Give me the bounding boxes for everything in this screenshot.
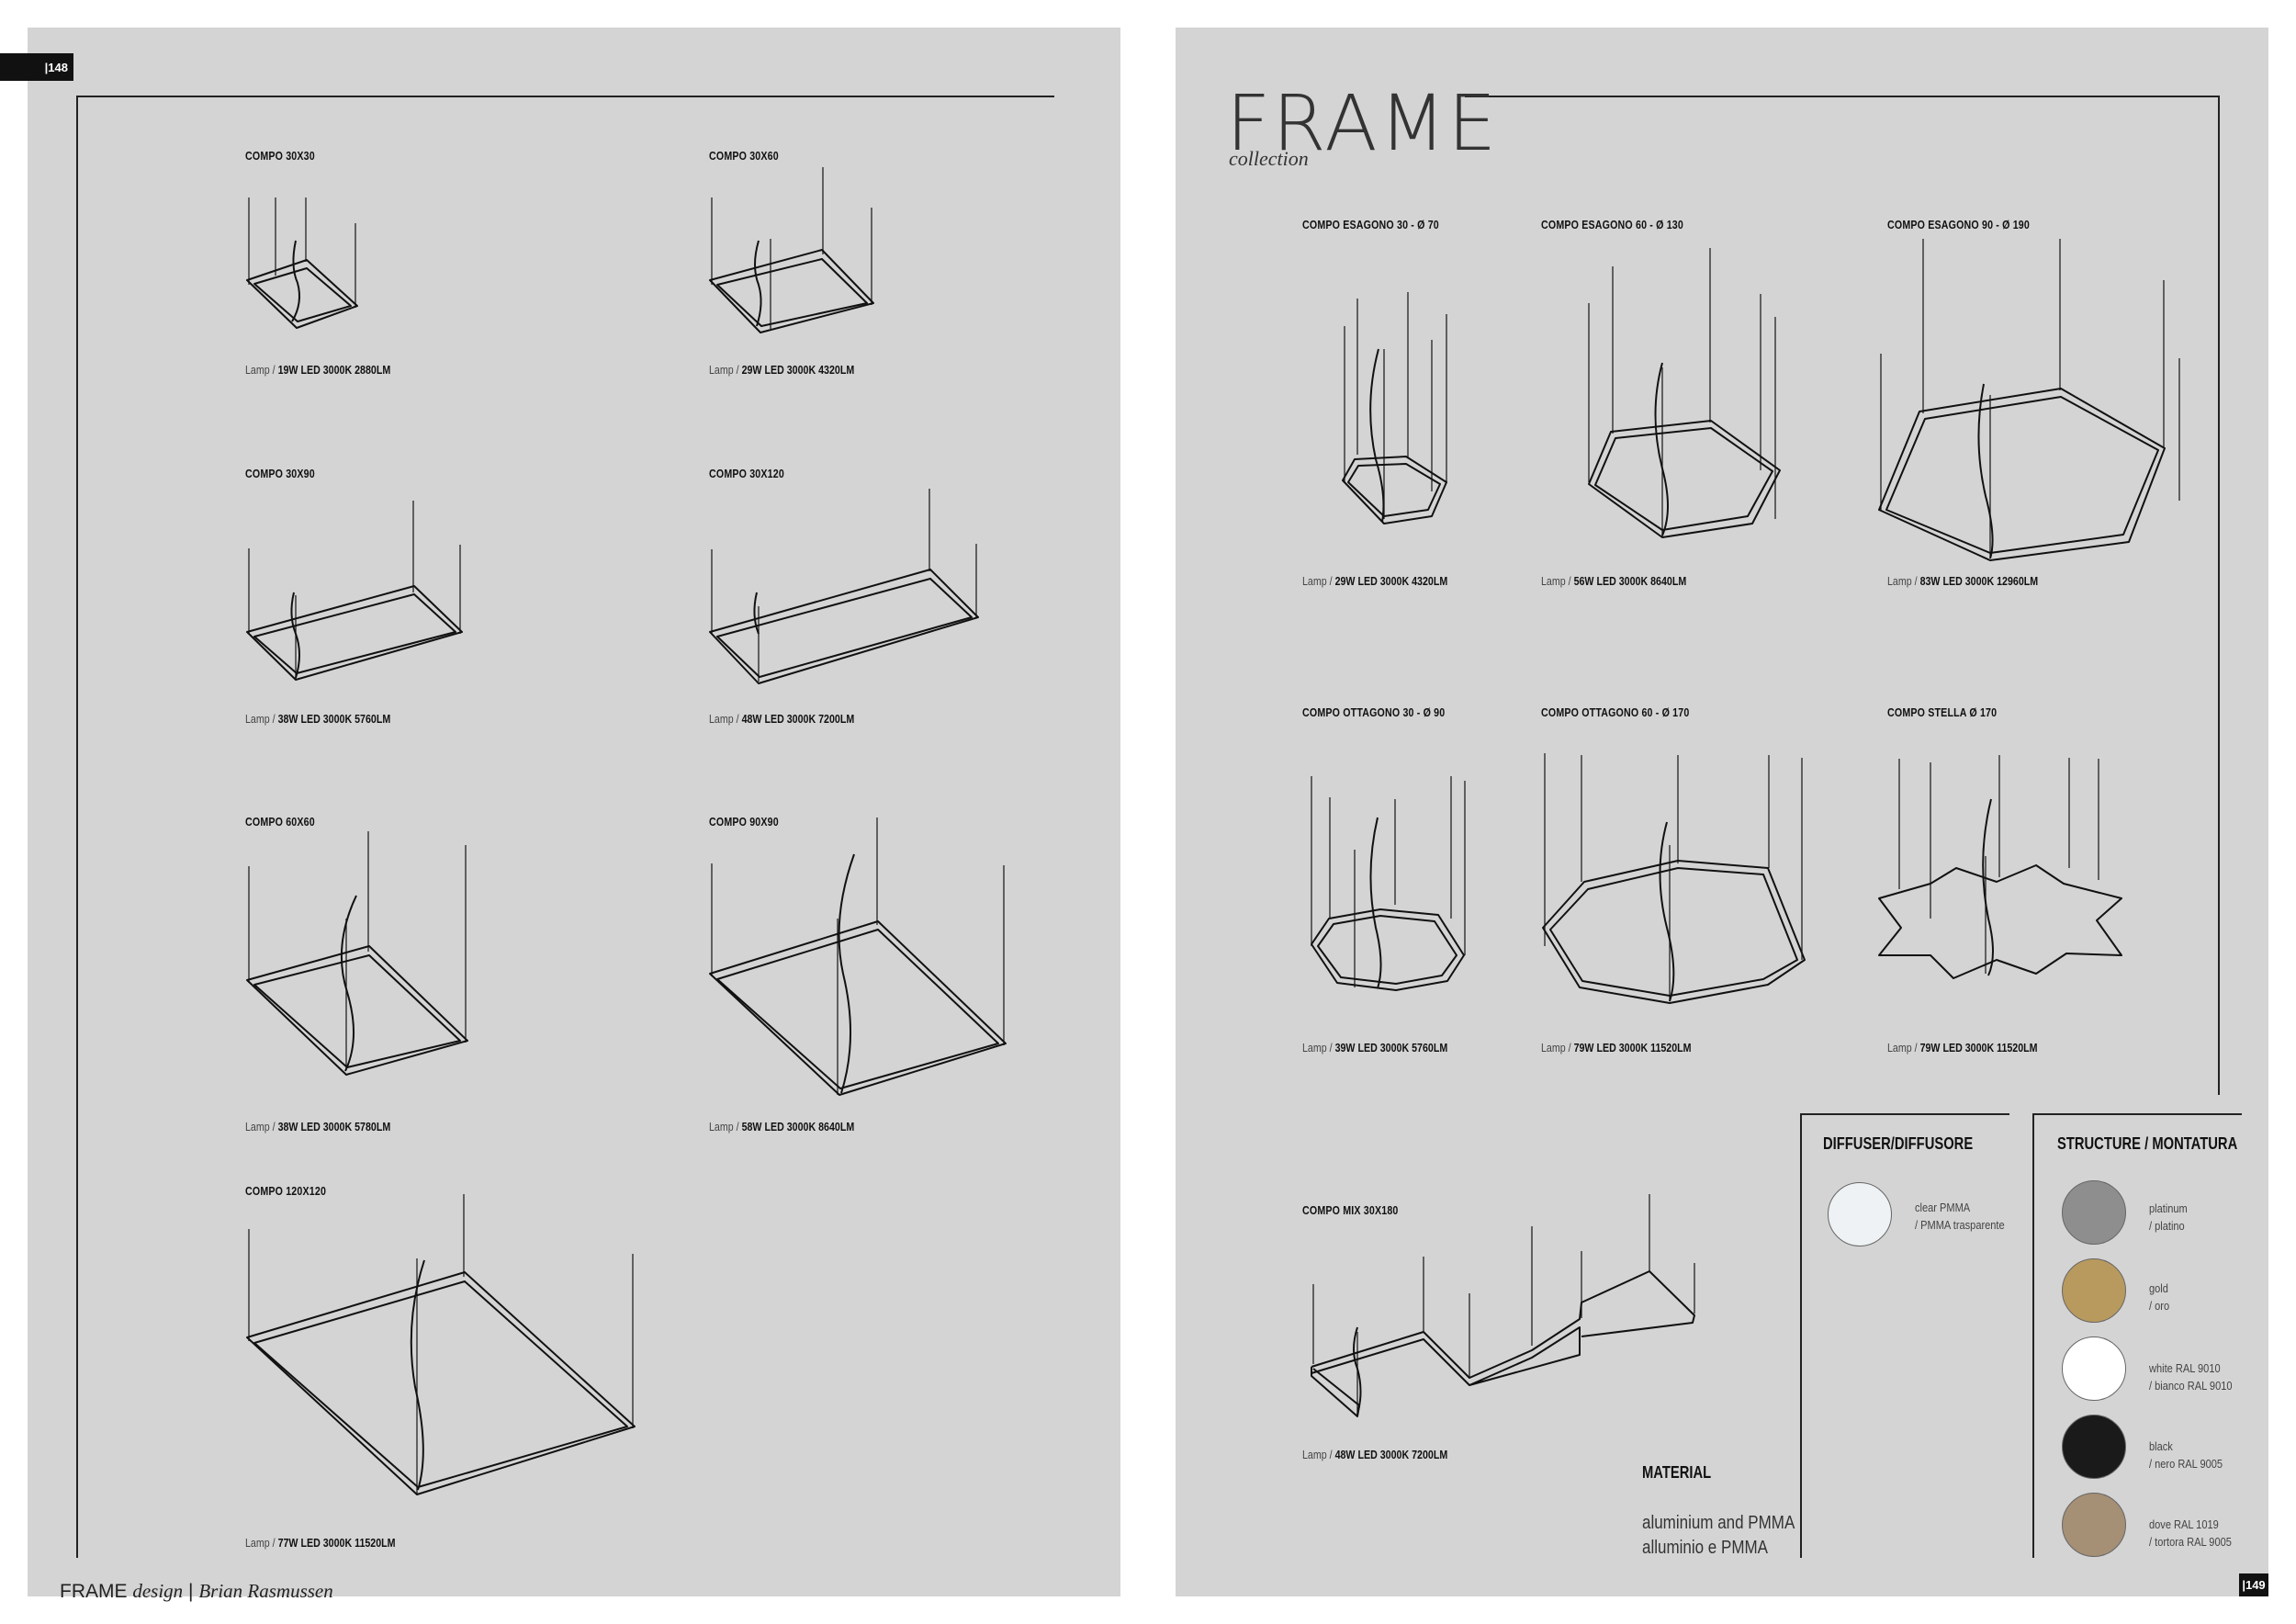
top-rule-left bbox=[76, 96, 1054, 97]
product-title: COMPO 90X90 bbox=[709, 815, 779, 829]
product-spec: Lamp / 38W LED 3000K 5760LM bbox=[245, 712, 391, 726]
material-heading: MATERIAL bbox=[1642, 1463, 1712, 1482]
product-spec: Lamp / 29W LED 3000K 4320LM bbox=[1302, 574, 1448, 588]
lamp-compo-30x60-drawing bbox=[709, 167, 874, 333]
diffuser-box-top bbox=[1800, 1113, 2009, 1115]
left-page bbox=[28, 28, 1120, 1596]
product-title: COMPO 60X60 bbox=[245, 815, 315, 829]
swatch-platinum[interactable] bbox=[2062, 1180, 2126, 1245]
swatch-black[interactable] bbox=[2062, 1415, 2126, 1479]
diffuser-box-left bbox=[1800, 1113, 1802, 1558]
product-title: COMPO OTTAGONO 60 - Ø 170 bbox=[1541, 705, 1690, 719]
material-line: aluminium and PMMA bbox=[1642, 1513, 1795, 1533]
page-number-left: |148 bbox=[0, 53, 73, 81]
product-title: COMPO 30X30 bbox=[245, 149, 315, 163]
lamp-compo-120x120-drawing bbox=[246, 1194, 636, 1495]
structure-box-top bbox=[2032, 1113, 2242, 1115]
structure-box-left bbox=[2032, 1113, 2034, 1558]
product-spec: Lamp / 83W LED 3000K 12960LM bbox=[1887, 574, 2039, 588]
lamp-esagono-60-drawing bbox=[1588, 248, 1781, 538]
product-title: COMPO 30X120 bbox=[709, 467, 784, 480]
lamp-esagono-30-drawing bbox=[1342, 292, 1447, 524]
product-title: COMPO ESAGONO 60 - Ø 130 bbox=[1541, 218, 1683, 231]
product-spec: Lamp / 48W LED 3000K 7200LM bbox=[709, 712, 855, 726]
side-rule-right bbox=[2218, 96, 2220, 1095]
lamp-ottagono-30-drawing bbox=[1311, 776, 1466, 991]
swatch-gold[interactable] bbox=[2062, 1258, 2126, 1323]
product-spec: Lamp / 77W LED 3000K 11520LM bbox=[245, 1536, 396, 1550]
lamp-compo-30x30-drawing bbox=[246, 197, 358, 329]
product-title: COMPO 30X90 bbox=[245, 467, 315, 480]
lamp-mix-30x180-drawing bbox=[1311, 1194, 1695, 1417]
collection-subtitle: collection bbox=[1229, 147, 1309, 170]
product-spec: Lamp / 39W LED 3000K 5760LM bbox=[1302, 1041, 1448, 1054]
product-title: COMPO 120X120 bbox=[245, 1184, 327, 1198]
side-rule-left bbox=[76, 96, 78, 1558]
lamp-esagono-90-drawing bbox=[1878, 239, 2180, 561]
product-title: COMPO MIX 30X180 bbox=[1302, 1203, 1399, 1217]
product-spec: Lamp / 56W LED 3000K 8640LM bbox=[1541, 574, 1687, 588]
product-spec: Lamp / 38W LED 3000K 5780LM bbox=[245, 1120, 391, 1133]
material-line: alluminio e PMMA bbox=[1642, 1538, 1768, 1558]
lamp-compo-90x90-drawing bbox=[709, 818, 1007, 1096]
product-spec: Lamp / 79W LED 3000K 11520LM bbox=[1541, 1041, 1692, 1054]
product-title: COMPO OTTAGONO 30 - Ø 90 bbox=[1302, 705, 1446, 719]
product-title: COMPO STELLA Ø 170 bbox=[1887, 705, 1998, 719]
page-number-right: |149 bbox=[2239, 1573, 2268, 1596]
product-title: COMPO ESAGONO 30 - Ø 70 bbox=[1302, 218, 1439, 231]
product-title: COMPO 30X60 bbox=[709, 149, 779, 163]
collection-title: FRAME bbox=[1226, 78, 1499, 168]
structure-label: white RAL 9010/ bianco RAL 9010 bbox=[2149, 1361, 2233, 1393]
lamp-compo-30x90-drawing bbox=[246, 501, 463, 681]
product-title: COMPO ESAGONO 90 - Ø 190 bbox=[1887, 218, 2030, 231]
diffuser-swatch-clear[interactable] bbox=[1828, 1182, 1892, 1246]
structure-label: platinum/ platino bbox=[2149, 1201, 2188, 1233]
structure-label: black/ nero RAL 9005 bbox=[2149, 1439, 2223, 1471]
product-spec: Lamp / 79W LED 3000K 11520LM bbox=[1887, 1041, 2038, 1054]
lamp-compo-30x120-drawing bbox=[709, 489, 979, 684]
product-spec: Lamp / 29W LED 3000K 4320LM bbox=[709, 363, 855, 377]
product-spec: Lamp / 58W LED 3000K 8640LM bbox=[709, 1120, 855, 1133]
swatch-white[interactable] bbox=[2062, 1336, 2126, 1401]
lamp-compo-60x60-drawing bbox=[246, 831, 468, 1076]
footer: FRAME design | Brian Rasmussen bbox=[60, 1580, 333, 1602]
lamp-ottagono-60-drawing bbox=[1542, 753, 1806, 1004]
product-spec: Lamp / 48W LED 3000K 7200LM bbox=[1302, 1448, 1448, 1461]
swatch-dove[interactable] bbox=[2062, 1493, 2126, 1557]
lamp-stella-drawing bbox=[1878, 755, 2122, 979]
diffuser-heading: DIFFUSER/DIFFUSORE bbox=[1823, 1134, 1974, 1153]
diffuser-label: clear PMMA / PMMA trasparente bbox=[1915, 1201, 2005, 1232]
top-rule-right bbox=[1465, 96, 2220, 97]
structure-label: dove RAL 1019/ tortora RAL 9005 bbox=[2149, 1517, 2232, 1549]
structure-heading: STRUCTURE / MONTATURA bbox=[2057, 1134, 2238, 1153]
structure-label: gold/ oro bbox=[2149, 1281, 2170, 1313]
product-spec: Lamp / 19W LED 3000K 2880LM bbox=[245, 363, 391, 377]
